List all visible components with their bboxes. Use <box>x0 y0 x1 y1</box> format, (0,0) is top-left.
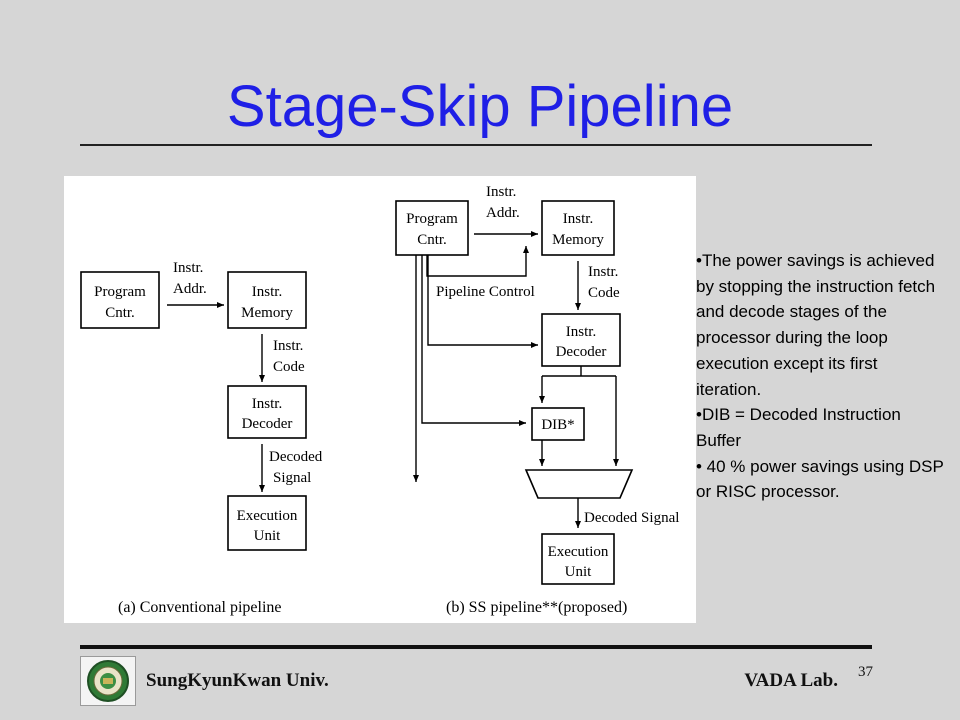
instr-memory-block-a <box>227 271 307 329</box>
pipeline-control-label: Pipeline Control <box>436 284 535 300</box>
caption-conventional: (a) Conventional pipeline <box>118 599 282 616</box>
program-counter-label-b-2: Cntr. <box>417 232 447 248</box>
instr-addr-label-a-1: Instr. <box>173 260 203 276</box>
program-counter-label-a-1: Program <box>94 284 146 300</box>
emblem-icon <box>87 660 129 702</box>
dib-block <box>531 407 585 441</box>
note-forty-percent: • 40 % power savings using DSP or RISC p… <box>696 456 944 502</box>
decoded-signal-label-a-1: Decoded <box>269 449 323 465</box>
pipeline-control-line <box>426 246 529 277</box>
instr-decoder-label-b-1: Instr. <box>566 324 596 340</box>
page-number: 37 <box>858 664 873 680</box>
instr-decoder-block-b <box>541 313 621 367</box>
dib-label: DIB* <box>541 417 574 433</box>
program-counter-to-dib-line <box>421 255 526 426</box>
program-counter-to-decoder-line <box>427 255 538 348</box>
program-counter-block-b <box>395 200 469 256</box>
execution-unit-block-b <box>541 533 615 585</box>
footer-university: SungKyunKwan Univ. <box>146 670 329 691</box>
caption-ss-pipeline: (b) SS pipeline**(proposed) <box>446 599 627 616</box>
instr-addr-label-a-2: Addr. <box>173 281 207 297</box>
decoded-signal-label-a-2: Signal <box>273 470 311 486</box>
footer-lab: VADA Lab. <box>744 670 838 691</box>
instr-code-label-a-2: Code <box>273 359 305 375</box>
instr-addr-label-b-2: Addr. <box>486 205 520 221</box>
program-counter-label-a-2: Cntr. <box>105 305 135 321</box>
instr-memory-block-b <box>541 200 615 256</box>
execution-unit-label-b-2: Unit <box>565 564 593 580</box>
multiplexer-block <box>524 469 634 499</box>
footer-divider <box>80 645 872 649</box>
pipeline-diagram: Program Cntr. Instr. Addr. Instr. Memory… <box>80 184 679 616</box>
title-divider <box>80 144 872 146</box>
instr-memory-label-a-2: Memory <box>241 305 293 321</box>
instr-addr-label-b-1: Instr. <box>486 184 516 200</box>
instr-memory-label-b-2: Memory <box>552 232 604 248</box>
university-logo <box>80 656 136 706</box>
instr-decoder-label-b-2: Decoder <box>556 344 607 360</box>
execution-unit-label-b-1: Execution <box>548 544 609 560</box>
pipeline-figure: Program Cntr. Instr. Addr. Instr. Memory… <box>64 176 696 623</box>
slide-title: Stage-Skip Pipeline <box>226 74 734 139</box>
instr-memory-label-a-1: Instr. <box>252 284 282 300</box>
instr-code-label-b-1: Instr. <box>588 264 618 280</box>
note-dib-definition: •DIB = Decoded Instruction Buffer <box>696 405 901 450</box>
note-power-savings: •The power savings is achieved by stoppi… <box>696 251 936 399</box>
execution-unit-label-a-1: Execution <box>237 508 298 524</box>
notes-panel: •The power savings is achieved by stoppi… <box>696 248 946 505</box>
execution-unit-label-a-2: Unit <box>254 528 282 544</box>
instr-decoder-label-a-2: Decoder <box>242 416 293 432</box>
conventional-pipeline: Program Cntr. Instr. Addr. Instr. Memory… <box>80 260 323 616</box>
execution-unit-block-a <box>227 495 307 551</box>
decoded-signal-label-b: Decoded Signal <box>584 510 679 526</box>
program-counter-block-a <box>80 271 160 329</box>
ss-pipeline: Program Cntr. Instr. Addr. Instr. Memory… <box>395 184 679 616</box>
instr-code-label-b-2: Code <box>588 285 620 301</box>
instr-memory-label-b-1: Instr. <box>563 211 593 227</box>
instr-code-label-a-1: Instr. <box>273 338 303 354</box>
program-counter-label-b-1: Program <box>406 211 458 227</box>
instr-decoder-label-a-1: Instr. <box>252 396 282 412</box>
instr-decoder-block-a <box>227 385 307 439</box>
